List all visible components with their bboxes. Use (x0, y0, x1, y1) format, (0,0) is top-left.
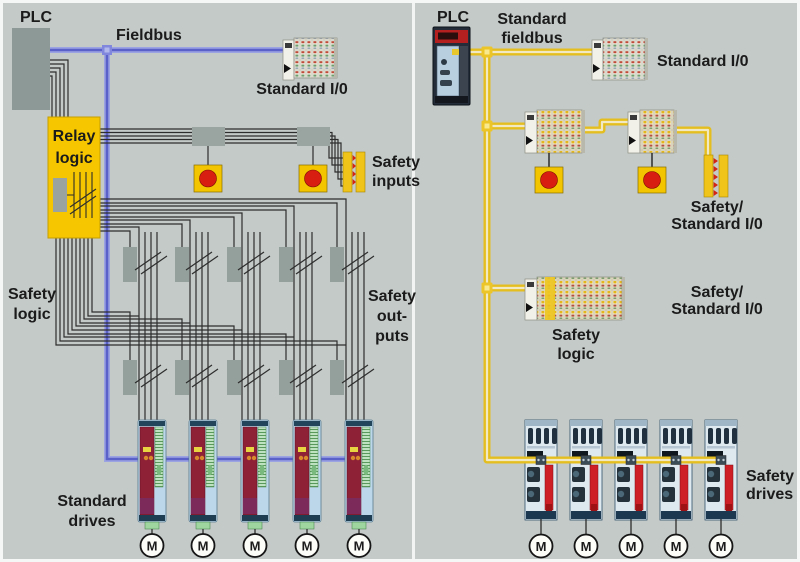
plc-label-right: PLC (437, 9, 469, 26)
standard-drives-group (137, 419, 374, 530)
fieldbus-line-blue (50, 45, 370, 462)
panel-divider (412, 0, 415, 562)
motor (573, 533, 599, 559)
safety-drive (569, 419, 603, 521)
safety-standard-io-label-top-2: Standard I/0 (671, 216, 763, 233)
safety-logic-label-left-1: Safety (8, 286, 56, 303)
standard-io-label-left: Standard I/0 (256, 81, 348, 98)
fieldbus-label: Fieldbus (116, 27, 182, 44)
safety-drive (524, 419, 558, 521)
plc-to-relay-bundle (50, 59, 69, 117)
motor (618, 533, 644, 559)
standard-io-terminal-left (282, 37, 338, 81)
safety-standard-io-label-top-1: Safety/ (691, 199, 744, 216)
junction-box (192, 127, 225, 146)
plc-box-left (12, 28, 50, 110)
safety-logic-station (524, 276, 625, 321)
safety-logic-label-left-2: logic (13, 306, 50, 323)
standard-fieldbus-label-2: fieldbus (501, 30, 562, 47)
relay-contact-symbol (67, 172, 97, 218)
safety-drives-label-2: drives (746, 486, 793, 503)
standard-io-label-right: Standard I/0 (657, 53, 749, 70)
standard-io-terminal-right (591, 37, 648, 81)
standard-fieldbus-label-1: Standard (497, 11, 566, 28)
standard-drives-label-1: Standard (57, 493, 126, 510)
motor-label: M (354, 539, 365, 554)
motors-left: M M M M M (139, 529, 372, 558)
contact-wires-to-drives (138, 232, 365, 420)
safety-standard-io-station-a (524, 109, 585, 154)
motor-label: M (302, 539, 313, 554)
safety-drives-label-1: Safety (746, 468, 794, 485)
standard-drive (344, 419, 374, 530)
standard-drive (240, 419, 270, 530)
motor-label: M (198, 539, 209, 554)
motor (242, 533, 268, 558)
safety-outputs-label-1: Safety (368, 288, 416, 305)
standard-drive (137, 419, 167, 530)
motor (190, 533, 216, 558)
standard-drive (188, 419, 218, 530)
io-terminal-block (293, 37, 338, 79)
motor-label: M (147, 539, 158, 554)
junction-box (297, 127, 330, 146)
safety-logic-label-right-2: logic (557, 346, 594, 363)
safety-drive (659, 419, 693, 521)
motor (708, 533, 734, 559)
estop-drop-lines (207, 146, 314, 165)
safety-drive (614, 419, 648, 521)
motors-right: M M M M M (528, 519, 734, 559)
motor-label: M (581, 539, 592, 554)
motor-label: M (250, 539, 261, 554)
safety-inputs-terminal (342, 151, 366, 193)
relay-output-bundle-row1 (100, 198, 347, 247)
relay-output-bundle-row2 (55, 238, 346, 360)
relay-logic-label-1: Relay (53, 128, 96, 145)
relay-logic-box: Relay logic (47, 116, 101, 239)
safety-outputs-label-2: out- (377, 308, 407, 325)
safety-logic-label-right-1: Safety (552, 327, 600, 344)
standard-drives-label-2: drives (68, 513, 115, 530)
safety-inputs-label-2: inputs (372, 173, 420, 190)
safety-drive (704, 419, 738, 521)
motor-label: M (626, 539, 637, 554)
estop-button (298, 164, 328, 193)
motor (346, 533, 372, 558)
standard-drive (292, 419, 322, 530)
motor-label: M (536, 539, 547, 554)
estop-button (637, 166, 667, 194)
estop-button (193, 164, 223, 193)
safety-inputs-label-1: Safety (372, 154, 420, 171)
safety-standard-io-station-b (627, 109, 677, 154)
motor-label: M (716, 539, 727, 554)
contact-symbols (134, 251, 375, 388)
motor (139, 533, 165, 558)
motor (294, 533, 320, 558)
safety-standard-io-label-mid-2: Standard I/0 (671, 301, 763, 318)
fieldbus-line-yellow (460, 46, 723, 464)
safety-drives-group (524, 419, 738, 521)
relay-logic-label-2: logic (55, 150, 92, 167)
safety-standard-io-label-mid-1: Safety/ (691, 284, 744, 301)
estop-button (534, 166, 564, 194)
fieldbus-junction-node (481, 46, 493, 294)
signal-arrows (352, 155, 356, 185)
safety-outputs-label-3: puts (375, 328, 409, 345)
estop-drop-lines-right (548, 153, 653, 167)
hardwired-cables (50, 59, 365, 420)
signal-arrows (713, 158, 718, 196)
safety-standard-io-terminal (703, 154, 729, 198)
motor (663, 533, 689, 559)
motor (528, 533, 554, 559)
relay-coil-symbol (53, 178, 67, 212)
plc-device-right (432, 26, 471, 106)
plc-label-left: PLC (20, 9, 52, 26)
contactor-coils (123, 247, 344, 395)
safety-logic-module (545, 277, 555, 320)
drive-fieldbus-connectors (535, 455, 727, 465)
motor-label: M (671, 539, 682, 554)
